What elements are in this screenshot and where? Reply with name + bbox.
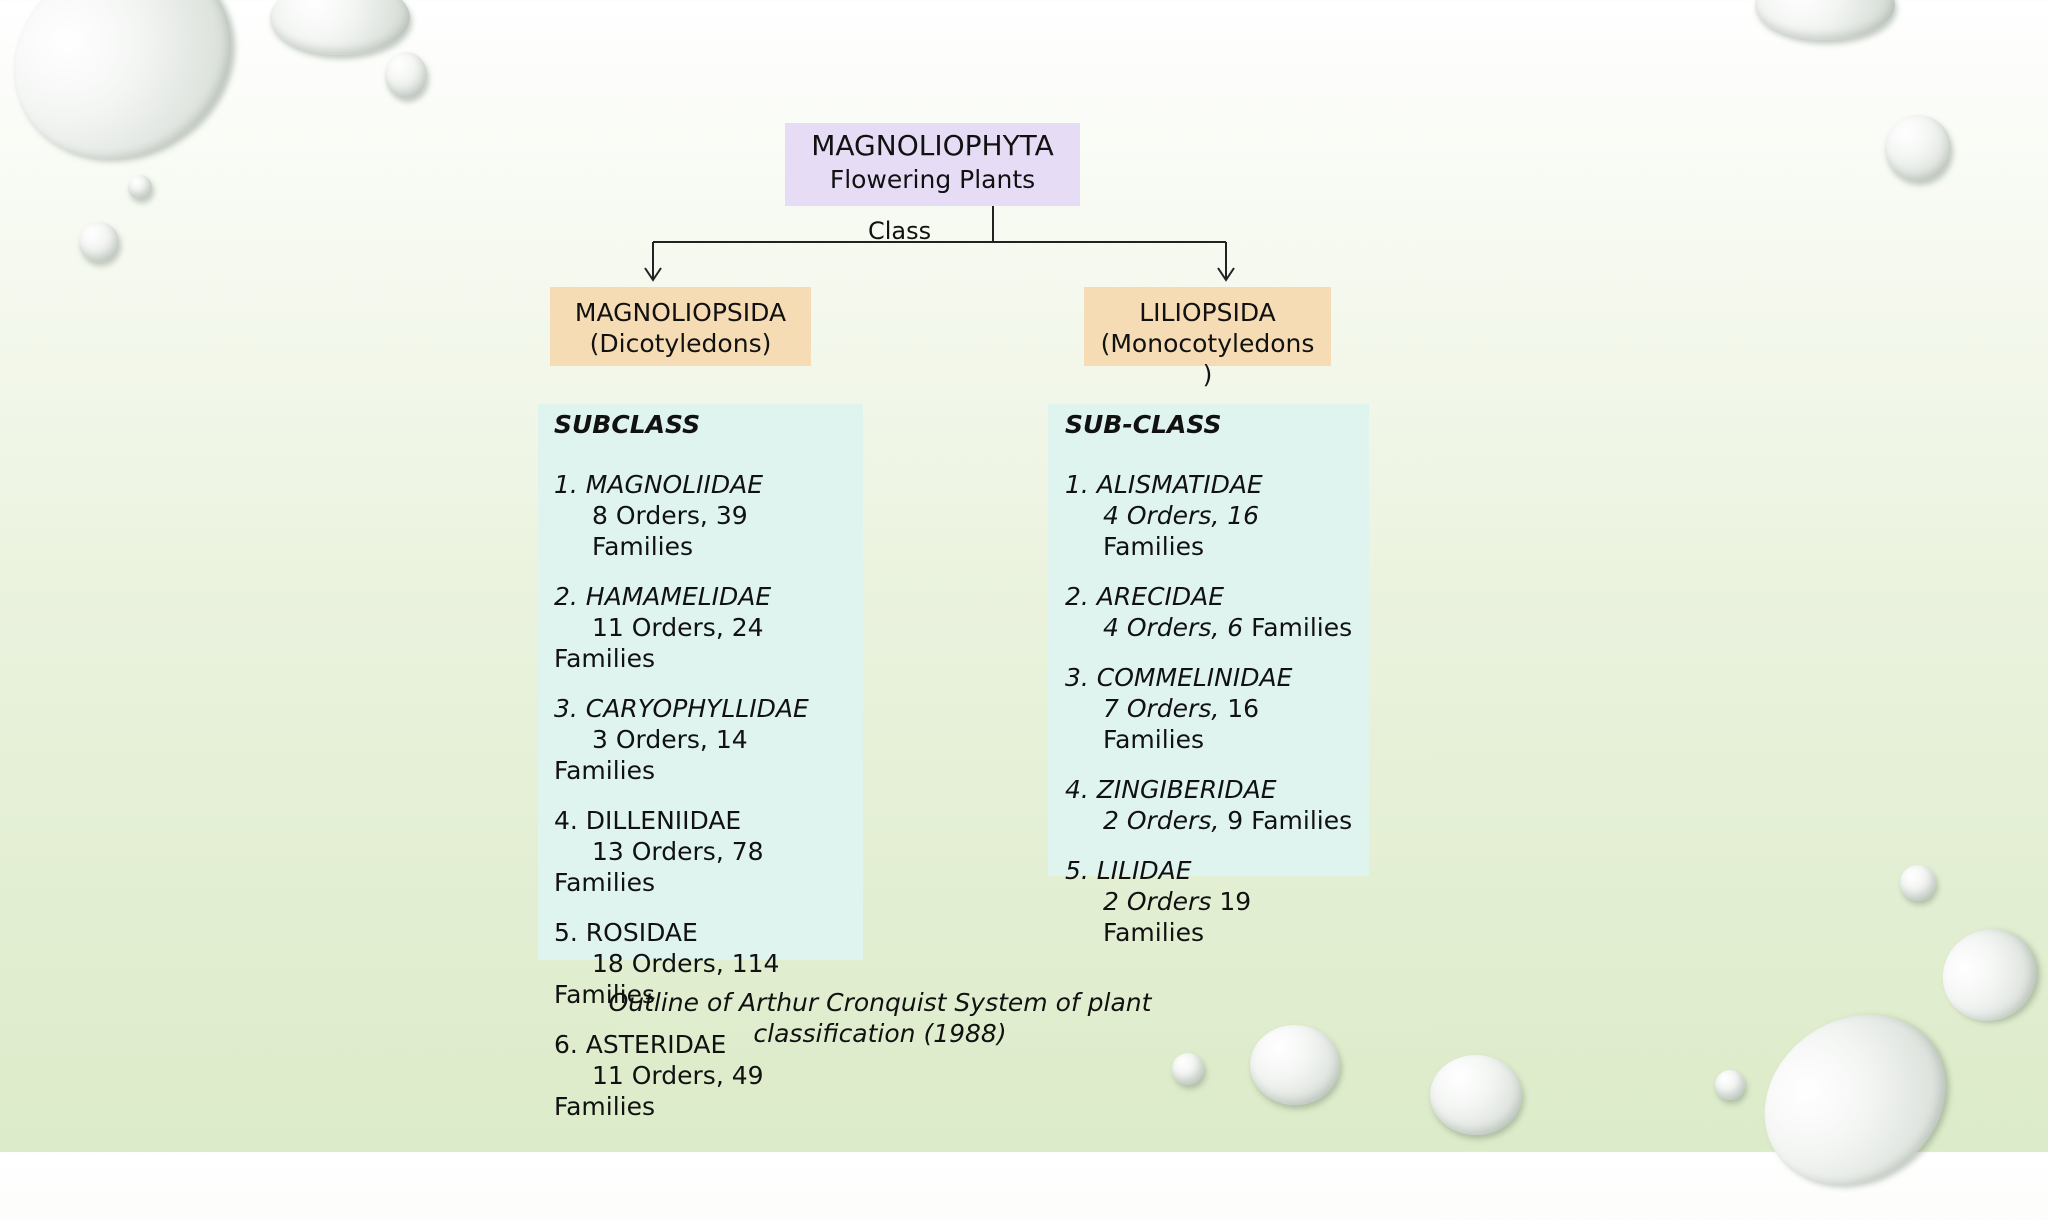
- subclass-detail: 11 Orders, 24: [592, 613, 764, 642]
- subclass-detail-cont: Families: [554, 644, 656, 673]
- subclass-detail-orders: 7 Orders,: [1103, 694, 1220, 723]
- subclass-detail-cont: Families: [1103, 532, 1205, 561]
- subclass-name: 2. ARECIDAE: [1065, 582, 1225, 611]
- root-title: MAGNOLIOPHYTA: [811, 129, 1054, 162]
- subclass-name: 6. ASTERIDAE: [554, 1030, 727, 1059]
- subclass-detail-cont: Families: [592, 532, 694, 561]
- water-drop-decoration: [79, 222, 119, 262]
- list-item: 4. DILLENIIDAE 13 Orders, 78 Families: [554, 805, 809, 898]
- subclass-detail-cont: Families: [554, 1092, 656, 1121]
- subclass-name: 3. CARYOPHYLLIDAE: [554, 694, 809, 723]
- list-item: 1. ALISMATIDAE 4 Orders, 16 Families: [1065, 469, 1352, 562]
- root-node: MAGNOLIOPHYTA Flowering Plants: [785, 123, 1080, 206]
- list-item: 1. MAGNOLIIDAE 8 Orders, 39 Families: [554, 469, 809, 562]
- subclass-name: 1. ALISMATIDAE: [1065, 470, 1263, 499]
- left-class-name: MAGNOLIOPSIDA: [574, 298, 787, 327]
- subclass-name: 4. ZINGIBERIDAE: [1065, 775, 1277, 804]
- subclass-detail-orders: 2 Orders,: [1103, 806, 1220, 835]
- list-item: 3. CARYOPHYLLIDAE 3 Orders, 14 Families: [554, 693, 809, 786]
- subclass-name: 4. DILLENIIDAE: [554, 806, 742, 835]
- subclass-detail-families: 16: [1219, 694, 1260, 723]
- left-subclass-panel: [538, 404, 863, 960]
- list-item: 5. LILIDAE 2 Orders 19 Families: [1065, 855, 1352, 948]
- left-class-common-name: (Dicotyledons): [589, 329, 772, 358]
- list-item: 4. ZINGIBERIDAE 2 Orders, 9 Families: [1065, 774, 1352, 836]
- diagram-caption: Outline of Arthur Cronquist System of pl…: [580, 987, 1180, 1049]
- subclass-detail: 13 Orders, 78: [592, 837, 764, 866]
- subclass-detail-cont: Families: [1103, 918, 1205, 947]
- list-item: 2. ARECIDAE 4 Orders, 6 Families: [1065, 581, 1352, 643]
- left-subclass-list: SUBCLASS 1. MAGNOLIIDAE 8 Orders, 39 Fam…: [554, 409, 809, 1141]
- right-subclass-list: SUB-CLASS 1. ALISMATIDAE 4 Orders, 16 Fa…: [1065, 409, 1352, 967]
- right-class-name: LILIOPSIDA: [1139, 298, 1276, 327]
- right-class-common-name-end: ): [1202, 360, 1213, 389]
- right-list-heading: SUB-CLASS: [1065, 410, 1222, 439]
- subclass-name: 5. ROSIDAE: [554, 918, 698, 947]
- subclass-name: 2. HAMAMELIDAE: [554, 582, 772, 611]
- subclass-detail-cont: Families: [554, 980, 656, 1009]
- water-drop-decoration: [1172, 1053, 1204, 1085]
- list-item: 3. COMMELINIDAE 7 Orders, 16 Families: [1065, 662, 1352, 755]
- subclass-name: 1. MAGNOLIIDAE: [554, 470, 764, 499]
- caption-line-2: classification (1988): [753, 1019, 1007, 1048]
- left-class-node: MAGNOLIOPSIDA (Dicotyledons): [550, 287, 811, 366]
- right-class-node: LILIOPSIDA (Monocotyledons ): [1084, 287, 1331, 389]
- subclass-name: 5. LILIDAE: [1065, 856, 1192, 885]
- right-subclass-panel: [1048, 404, 1369, 876]
- subclass-detail-cont: Families: [554, 868, 656, 897]
- water-drop-decoration: [1430, 1055, 1522, 1135]
- subclass-detail: 11 Orders, 49: [592, 1061, 764, 1090]
- subclass-detail-orders: 2 Orders: [1103, 887, 1212, 916]
- subclass-detail-orders: 4 Orders, 6: [1103, 613, 1244, 642]
- subclass-name: 3. COMMELINIDAE: [1065, 663, 1293, 692]
- water-drop-decoration: [1715, 1070, 1745, 1100]
- right-class-common-name: (Monocotyledons: [1100, 329, 1315, 358]
- water-drop-decoration: [1900, 865, 1936, 901]
- subclass-detail-cont: Families: [1103, 725, 1205, 754]
- left-list-heading: SUBCLASS: [554, 410, 701, 439]
- list-item: 5. ROSIDAE 18 Orders, 114 Families: [554, 917, 809, 1010]
- connector-lines: [644, 206, 1235, 282]
- subclass-detail-families: 9 Families: [1219, 806, 1353, 835]
- list-item: 6. ASTERIDAE 11 Orders, 49 Families: [554, 1029, 809, 1122]
- root-subtitle: Flowering Plants: [829, 165, 1036, 194]
- subclass-detail: 3 Orders, 14: [592, 725, 748, 754]
- subclass-detail: 4 Orders, 16: [1103, 501, 1260, 530]
- list-item: 2. HAMAMELIDAE 11 Orders, 24 Families: [554, 581, 809, 674]
- subclass-detail: 18 Orders, 114: [592, 949, 780, 978]
- water-drop-decoration: [385, 52, 427, 98]
- water-drop-decoration: [128, 175, 152, 199]
- subclass-detail-families: Families: [1243, 613, 1353, 642]
- subclass-detail-cont: Families: [554, 756, 656, 785]
- water-drop-decoration: [1250, 1025, 1340, 1105]
- connector-label: Class: [868, 217, 932, 245]
- subclass-detail: 8 Orders, 39: [592, 501, 748, 530]
- water-drop-decoration: [1885, 115, 1951, 181]
- caption-line-1: Outline of Arthur Cronquist System of pl…: [608, 988, 1152, 1017]
- subclass-detail-families: 19: [1211, 887, 1252, 916]
